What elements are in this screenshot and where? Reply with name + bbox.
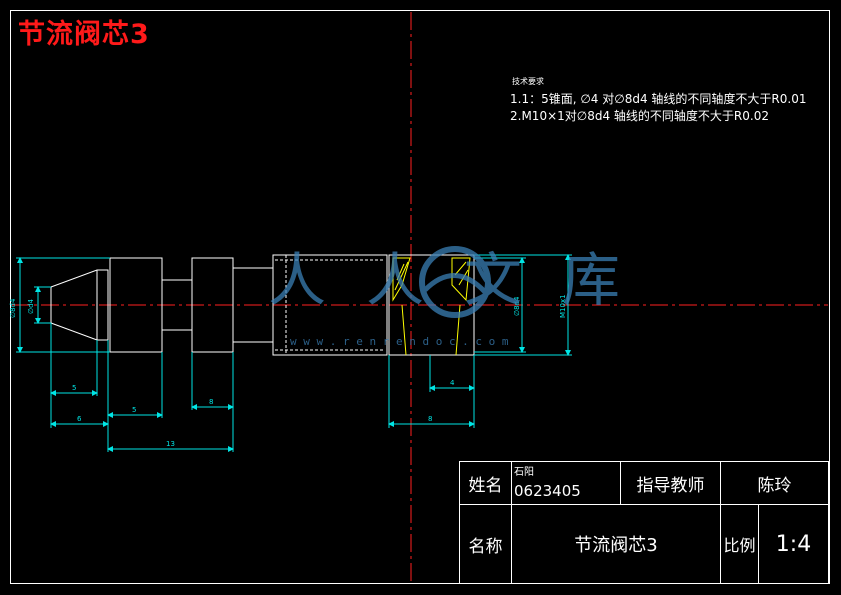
tech-req-item-1: 1.1：5锥面, ∅4 对∅8d4 轴线的不同轴度不大于R0.01 [510, 92, 807, 106]
advisor-label: 指导教师 [636, 475, 705, 496]
dim-len-6: 6 [77, 415, 82, 423]
drawing-title: 节流阀芯3 [18, 19, 150, 50]
thread-lines [275, 255, 385, 355]
scale-value: 1:4 [775, 531, 812, 557]
scale-label: 比例 [723, 536, 756, 555]
tech-req-item-2: 2.M10×1对∅8d4 轴线的不同轴度不大于R0.02 [510, 109, 769, 123]
dim-len-8b: 8 [428, 415, 432, 423]
title-block [459, 461, 829, 584]
dim-len-8a: 8 [209, 398, 213, 406]
part-outline [50, 254, 475, 356]
dimension-lines [16, 254, 572, 452]
dim-len-13: 13 [166, 440, 175, 448]
dim-right-thread: M10x1 [559, 294, 567, 318]
name-label: 姓名 [468, 475, 503, 496]
watermark-logo: 人人文库 w w w . r e n r e n d o c . c o m [268, 246, 660, 348]
watermark-url: w w w . r e n r e n d o c . c o m [290, 335, 509, 348]
dim-len-5a: 5 [72, 384, 76, 392]
dim-left-dia-outer: ∅8d4 [9, 298, 17, 318]
part-label: 名称 [468, 536, 503, 557]
student-name: 石阳 [514, 466, 534, 478]
part-name: 节流阀芯3 [574, 535, 658, 556]
sheet-border [10, 10, 830, 584]
dim-len-5b: 5 [132, 406, 136, 414]
tech-req-heading: 技术要求 [512, 77, 544, 86]
dim-left-dia-inner: ∅d4 [27, 298, 35, 314]
watermark-text: 人人文库 [268, 246, 660, 314]
dim-len-4: 4 [450, 379, 455, 387]
dim-right-dia-inner: ∅8d4 [513, 296, 521, 316]
student-id: 0623405 [514, 482, 581, 500]
advisor-name: 陈玲 [757, 475, 792, 496]
